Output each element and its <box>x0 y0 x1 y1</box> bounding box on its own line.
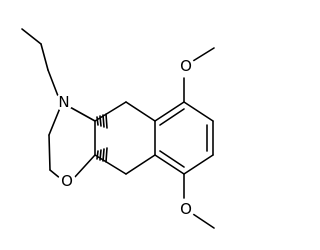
structure-canvas: N O O O <box>21 28 215 229</box>
bond-c5-c5a <box>125 101 156 122</box>
bond-ar-6-double <box>159 150 185 168</box>
bond-ar-3 <box>183 101 214 122</box>
atom-label-o-top: O <box>180 57 192 75</box>
bond-n-c4a <box>67 105 96 122</box>
atom-label-o-ring: O <box>61 172 73 190</box>
bond-propyl-1 <box>21 28 42 45</box>
atom-label-o-bottom: O <box>180 200 192 218</box>
bond-n-ch2 <box>48 107 61 136</box>
bond-ar-5 <box>183 154 214 175</box>
stereo-hash-c9a <box>96 147 108 163</box>
bond-o-top-ch3 <box>192 47 215 62</box>
atom-o-ring-bg <box>58 172 76 190</box>
stereo-hash-c4a <box>96 113 108 129</box>
atom-o-bottom-bg <box>177 200 195 218</box>
bond-o-c9a <box>73 154 96 179</box>
atom-label-n: N <box>58 93 69 111</box>
atom-label-layer: N O O O <box>55 57 195 218</box>
atom-n-bg <box>55 93 73 111</box>
bond-ar-2-double <box>159 108 185 126</box>
bond-propyl-3 <box>47 69 59 97</box>
atom-o-top-bg <box>177 57 195 75</box>
bond-c10-c9b <box>125 154 156 175</box>
bond-ar-2 <box>154 101 185 122</box>
bond-propyl-2 <box>40 43 49 71</box>
bond-o-bottom-ch3 <box>192 213 215 229</box>
molecule-structure: N O O O <box>21 28 215 229</box>
bond-ar-6 <box>154 154 185 175</box>
bond-ch2-ch2 <box>48 134 51 171</box>
